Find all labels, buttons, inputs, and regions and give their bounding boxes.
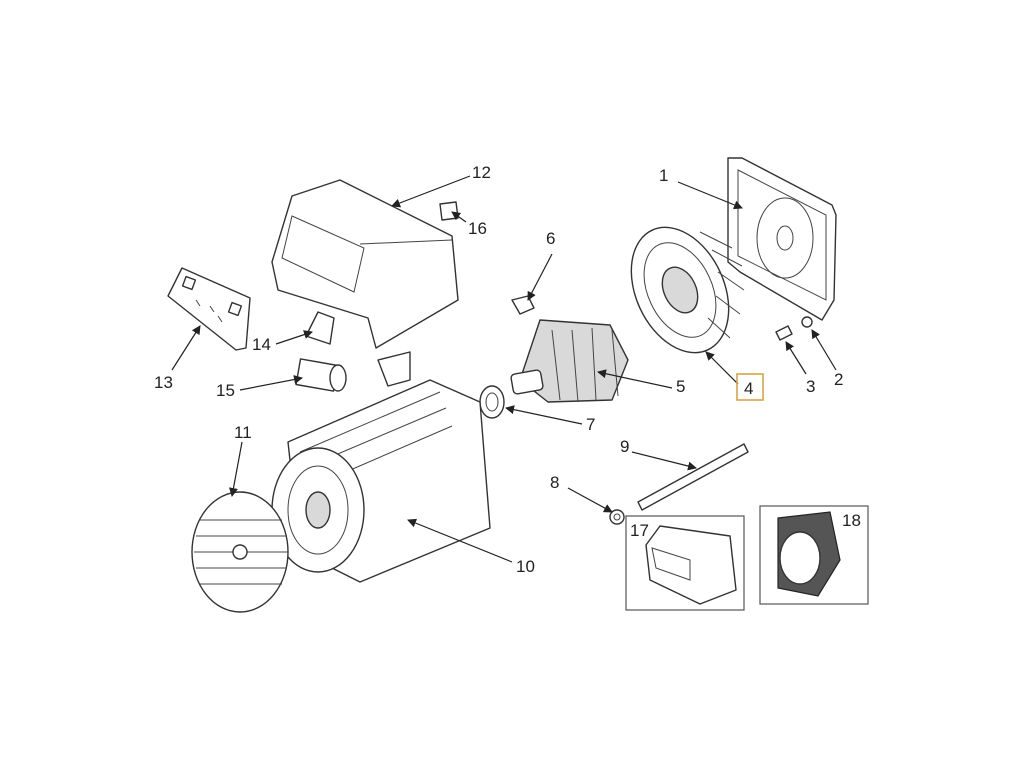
leader-6 [527,253,553,301]
leader-13 [171,325,201,371]
part-11-grille [191,491,289,613]
callout-4: 4 [744,379,753,398]
part-8-nut [609,509,625,525]
leader-10 [407,518,513,563]
part-6-bracket [511,295,535,315]
callout-13: 13 [154,373,173,392]
part-4-fan [630,226,745,354]
callout-labels: 1 2 3 4 5 6 7 8 9 10 11 12 13 14 15 16 1… [154,163,861,576]
leader-12 [391,175,471,208]
callout-3: 3 [806,377,815,396]
leader-4 [705,351,739,385]
part-15-capacitor [295,358,347,392]
leader-9 [631,451,697,471]
callout-15: 15 [216,381,235,400]
callout-12: 12 [472,163,491,182]
callout-10: 10 [516,557,535,576]
part-1-end-plate [727,157,837,321]
part-7-bearing [479,385,505,419]
leader-11 [229,441,243,497]
part-16-clip [439,201,459,221]
leader-15 [239,375,303,391]
leader-5 [597,369,673,389]
callout-11: 11 [234,423,252,442]
leader-14 [275,330,313,345]
callout-5: 5 [676,377,685,396]
part-12-cover [271,179,459,349]
callout-16: 16 [468,219,487,238]
callout-4-highlight [736,373,764,401]
part-14-bracket [305,311,335,345]
callout-8: 8 [550,473,559,492]
leader-7 [505,405,583,425]
leader-8 [567,487,613,513]
leader-lines [171,175,837,563]
callout-18: 18 [842,511,861,530]
callout-2: 2 [834,370,843,389]
part-5-rotor [510,319,629,403]
leader-3 [785,341,807,375]
callout-1: 1 [659,166,668,185]
leader-1 [677,181,743,210]
part-10-stator-housing [271,351,491,583]
leader-2 [811,329,837,371]
inset-17-frame [625,515,745,611]
part-9-tie-rod [637,443,749,511]
callout-17: 17 [630,521,649,540]
leader-16 [451,211,467,223]
callout-6: 6 [546,229,555,248]
part-3-screw [775,325,793,341]
callout-9: 9 [620,437,629,456]
callout-14: 14 [252,335,271,354]
callout-7: 7 [586,415,595,434]
inset-18-frame [759,505,869,605]
part-2-washer [801,316,813,328]
part-13-panel-plate [167,267,251,351]
